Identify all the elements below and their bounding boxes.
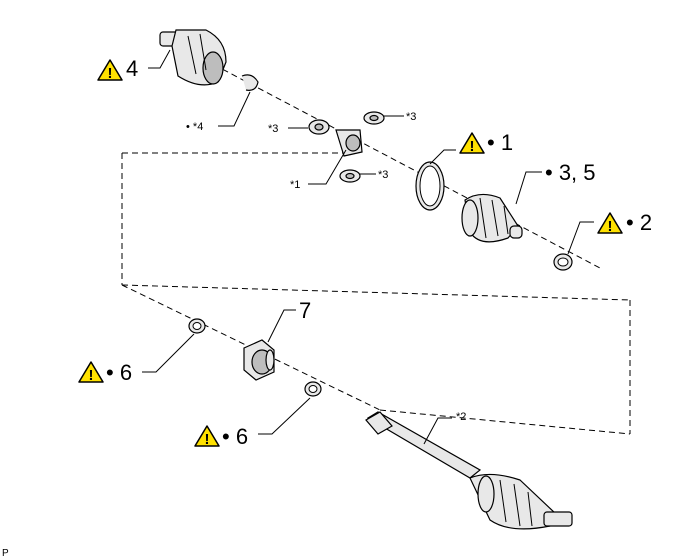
tripod-joint: [308, 111, 385, 183]
label-item-6-lower: • 6: [222, 424, 248, 449]
label-item-7: 7: [299, 298, 311, 323]
svg-text:!: !: [205, 431, 210, 448]
svg-text:!: !: [89, 367, 94, 384]
label-note-3-left: *3: [268, 123, 278, 135]
warning-triangle-icon: !: [459, 132, 485, 155]
damper-clamp-ring-upper: [188, 318, 206, 334]
warning-triangle-icon: !: [97, 59, 123, 82]
label-note-4: • *4: [186, 121, 203, 133]
boot: [461, 193, 523, 243]
boot-clamp-small: [553, 253, 573, 271]
label-note-3-bottom: *3: [378, 169, 388, 181]
corner-code: P: [2, 548, 9, 559]
warning-triangle-icon: !: [78, 361, 104, 384]
warning-triangle-icon: !: [194, 425, 220, 448]
label-item-6-upper: • 6: [106, 360, 132, 385]
label-item-1: • 1: [487, 130, 513, 155]
svg-text:!: !: [608, 218, 613, 235]
dynamic-damper: [243, 339, 275, 381]
svg-text:!: !: [470, 138, 475, 155]
label-note-1: *1: [290, 179, 300, 191]
outboard-joint-housing: [159, 29, 227, 86]
boot-clamp-large: [415, 161, 445, 211]
label-item-2: • 2: [626, 210, 652, 235]
damper-clamp-ring-lower: [304, 381, 322, 397]
drive-shaft: [365, 411, 573, 530]
svg-text:!: !: [108, 65, 113, 82]
label-note-2: *2: [456, 411, 466, 423]
warning-triangle-icon: !: [597, 212, 623, 235]
snap-ring: [241, 74, 259, 91]
label-item-3-5: • 3, 5: [545, 160, 596, 185]
leader-lines: [142, 49, 594, 445]
label-item-4: 4: [126, 56, 138, 81]
label-note-3-right: *3: [406, 111, 416, 123]
